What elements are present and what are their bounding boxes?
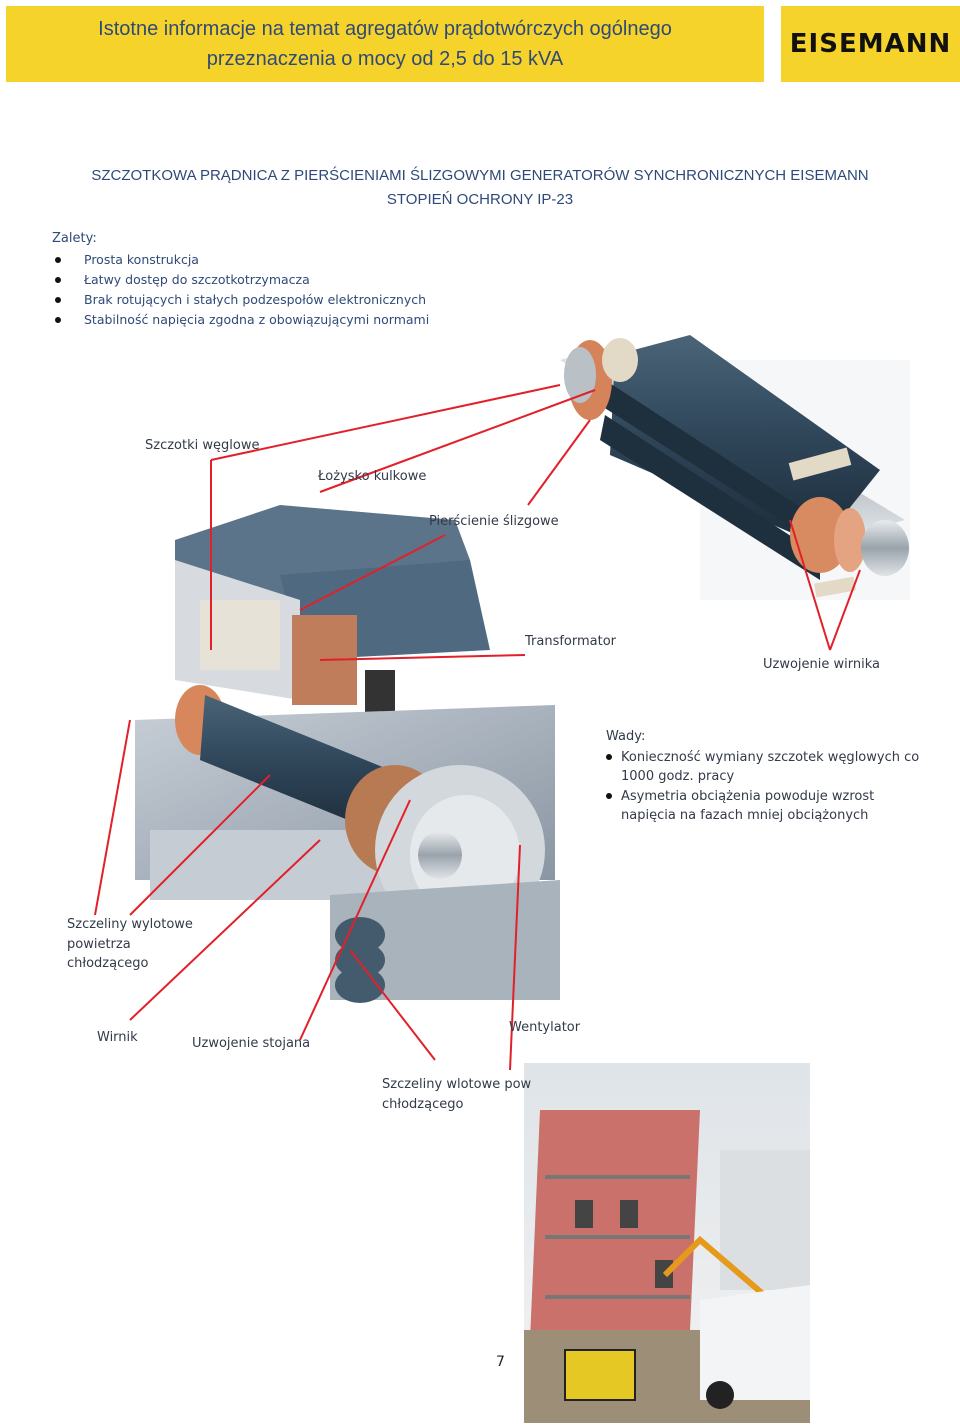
disadvantages-list: Konieczność wymiany szczotek węglowych c… <box>606 748 936 826</box>
label-ball-bearing: Łożysko kulkowe <box>318 469 427 484</box>
list-item: Brak rotujących i stałych podzespołów el… <box>52 290 429 310</box>
page-number: 7 <box>496 1354 505 1370</box>
label-slip-rings: Pierścienie ślizgowe <box>429 514 559 529</box>
eisemann-logo: EISEMANN <box>781 6 960 82</box>
list-item: Prosta konstrukcja <box>52 250 429 270</box>
section-title-line2: STOPIEŃ OCHRONY IP-23 <box>386 191 574 208</box>
advantages-heading: Zalety: <box>52 231 97 246</box>
logo-text: EISEMANN <box>789 29 952 59</box>
list-item: Konieczność wymiany szczotek węglowych c… <box>606 748 936 786</box>
label-outlet-line3: chłodzącego <box>67 956 149 971</box>
disadvantages-heading: Wady: <box>606 729 646 744</box>
label-inlet-line2: chłodzącego <box>382 1097 464 1112</box>
list-item: Stabilność napięcia zgodna z obowiązując… <box>52 310 429 330</box>
header-title-box: Istotne informacje na temat agregatów pr… <box>6 6 764 82</box>
label-rotor: Wirnik <box>97 1030 138 1045</box>
label-transformer: Transformator <box>525 634 617 649</box>
list-item: Łatwy dostęp do szczotkotrzymacza <box>52 270 429 290</box>
header-title-line2: przeznaczenia o mocy od 2,5 do 15 kVA <box>206 48 564 70</box>
list-item: Asymetria obciążenia powoduje wzrost nap… <box>606 787 936 825</box>
label-outlet-slots: Szczeliny wylotowe powietrza chłodzącego <box>67 915 193 974</box>
label-outlet-line2: powietrza <box>67 936 131 952</box>
label-stator-winding: Uzwojenie stojana <box>192 1036 311 1051</box>
section-title-line1: SZCZOTKOWA PRĄDNICA Z PIERŚCIENIAMI ŚLIZ… <box>91 167 869 184</box>
rotor-illustration <box>560 335 910 600</box>
generator-housing <box>135 505 560 1003</box>
label-rotor-winding: Uzwojenie wirnika <box>763 657 880 672</box>
disadvantage-1-line1: Konieczność wymiany szczotek węglowych c… <box>621 750 920 765</box>
section-title: SZCZOTKOWA PRĄDNICA Z PIERŚCIENIAMI ŚLIZ… <box>40 164 920 212</box>
header-title-line1: Istotne informacje na temat agregatów pr… <box>98 18 672 40</box>
construction-photo <box>524 1063 810 1423</box>
pointer-lines <box>94 384 861 1071</box>
label-inlet-slots: Szczeliny wlotowe pow chłodzącego <box>382 1075 531 1115</box>
label-inlet-line1: Szczeliny wlotowe pow <box>382 1077 532 1092</box>
disadvantage-2-line2: napięcia na fazach mniej obciążonych <box>621 808 869 823</box>
label-fan: Wentylator <box>509 1020 581 1035</box>
advantages-list: Prosta konstrukcja Łatwy dostęp do szczo… <box>52 250 429 330</box>
disadvantage-2-line1: Asymetria obciążenia powoduje wzrost <box>621 789 875 804</box>
disadvantage-1-line2: 1000 godz. pracy <box>621 769 735 784</box>
label-outlet-line1: Szczeliny wylotowe <box>67 917 193 932</box>
label-carbon-brushes: Szczotki węglowe <box>145 438 260 453</box>
